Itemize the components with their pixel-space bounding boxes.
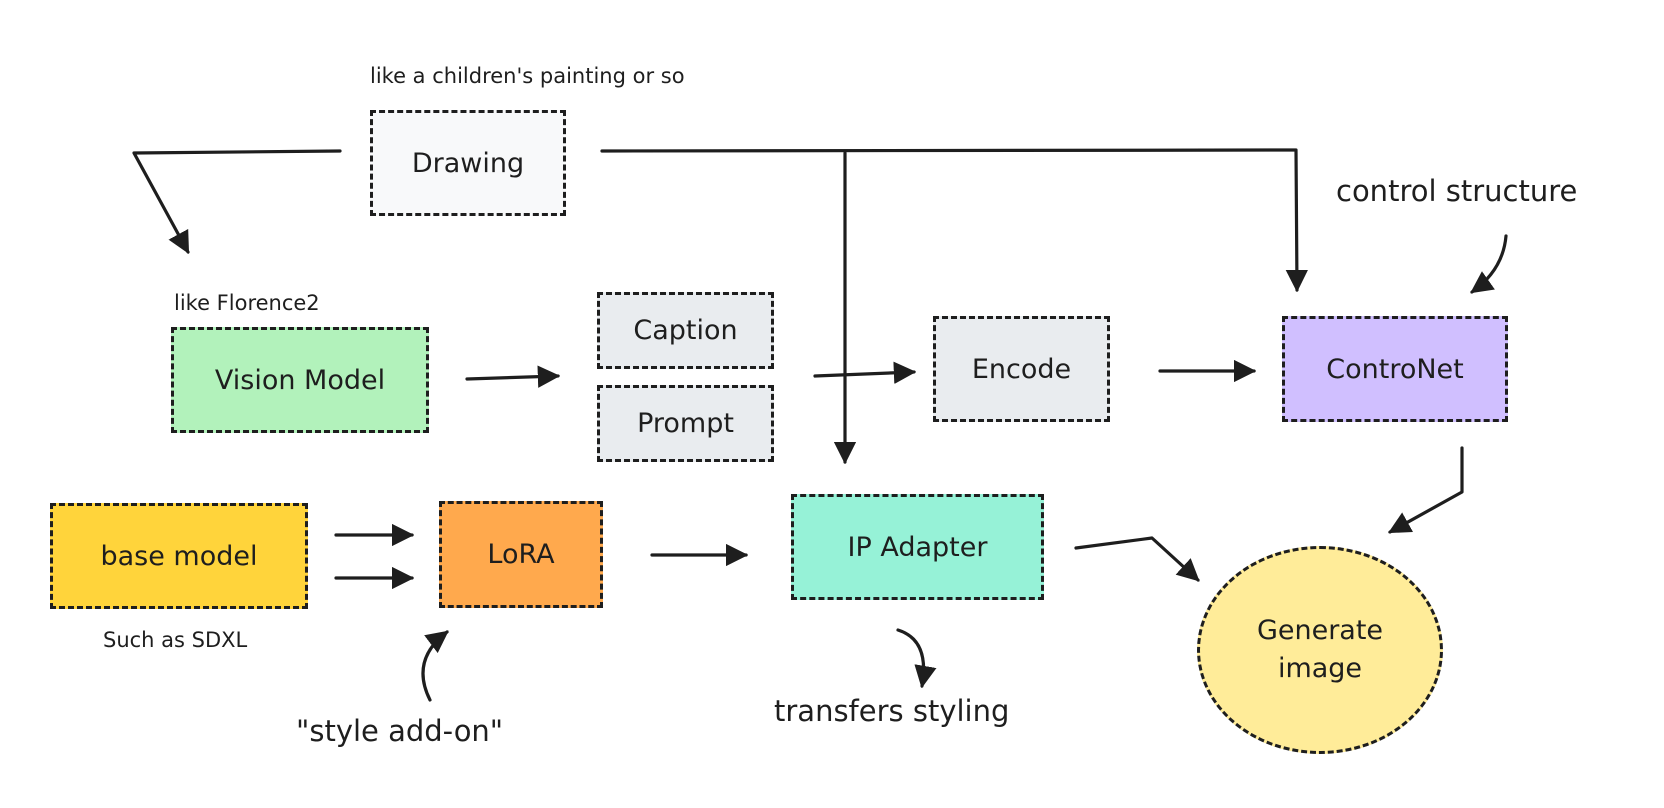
node-controlnet[interactable]: ControNet [1282,316,1508,422]
note-vision-model: like Florence2 [174,291,320,315]
edge-ipadapter-to-generate [1074,536,1200,582]
node-vision-model-label: Vision Model [214,364,386,396]
node-vision-model[interactable]: Vision Model [171,327,429,433]
node-base-model[interactable]: base model [50,503,308,609]
edge-vision-to-caption [465,365,561,388]
note-base-model: Such as SDXL [103,628,248,652]
note-control-structure: control structure [1336,174,1578,208]
node-encode[interactable]: Encode [933,316,1110,422]
node-encode-label: Encode [971,353,1072,385]
node-generate-image[interactable]: Generate image [1197,546,1443,754]
edge-ip-note-arrow [896,628,937,689]
edge-caption-to-encode [813,361,917,385]
node-controlnet-label: ControNet [1326,353,1464,385]
node-drawing-label: Drawing [411,147,525,179]
node-drawing[interactable]: Drawing [370,110,566,216]
note-drawing: like a children's painting or so [370,64,685,88]
edge-control-note-arrow [1470,234,1508,294]
node-caption-label: Caption [633,315,738,346]
node-caption[interactable]: Caption [597,292,774,369]
edge-controlnet-to-generate [1388,446,1464,534]
edge-drawing-to-vision [132,149,342,254]
node-generate-image-label: Generate image [1256,615,1384,684]
node-lora[interactable]: LoRA [439,501,603,608]
node-base-model-label: base model [100,540,258,572]
note-lora: "style add-on" [296,714,504,748]
edge-drawing-to-controlnet [600,148,1309,293]
edge-lora-note-arrow [421,630,449,702]
node-lora-label: LoRA [487,539,555,570]
node-ip-adapter-label: IP Adapter [847,531,988,563]
node-prompt[interactable]: Prompt [597,385,774,462]
node-ip-adapter[interactable]: IP Adapter [791,494,1044,600]
note-ip-adapter: transfers styling [774,694,1010,728]
node-prompt-label: Prompt [637,408,734,439]
